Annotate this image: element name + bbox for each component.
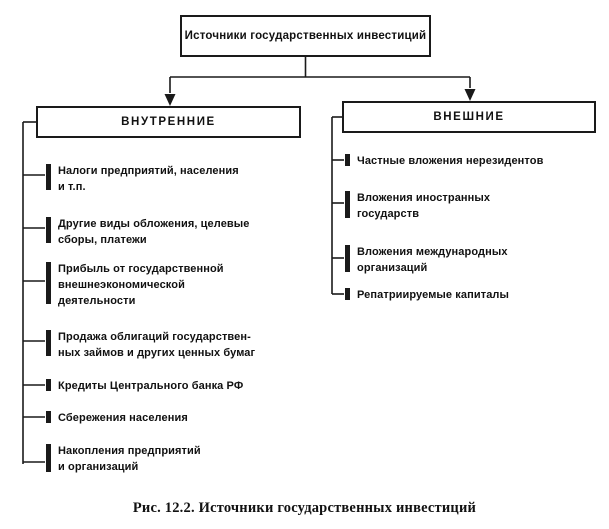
- leaf-tick-icon: [46, 262, 51, 304]
- leaf-label: Сбережения населения: [58, 412, 188, 424]
- leaf-tick-icon: [46, 444, 51, 472]
- leaf-label: Кредиты Центрального банка РФ: [58, 380, 244, 392]
- branch-label-internal: ВНУТРЕННИЕ: [121, 116, 216, 128]
- leaf-label: Продажа облигаций государствен- ных займ…: [58, 331, 256, 359]
- leaf-tick-icon: [345, 288, 350, 300]
- list-item: Другие виды обложения, целевые сборы, пл…: [46, 216, 304, 248]
- leaf-label: Репатриируемые капиталы: [357, 289, 510, 301]
- leaf-tick-icon: [46, 379, 51, 391]
- list-item: Частные вложения нерезидентов: [345, 153, 600, 169]
- leaf-tick-icon: [345, 191, 350, 218]
- leaf-tick-icon: [345, 245, 350, 272]
- list-item: Кредиты Центрального банка РФ: [46, 378, 296, 394]
- list-item: Репатриируемые капиталы: [345, 287, 585, 303]
- list-item: Накопления предприятий и организаций: [46, 443, 296, 475]
- branch-node-external: ВНЕШНИЕ: [342, 101, 596, 133]
- leaf-tick-icon: [46, 411, 51, 423]
- leaf-label: Вложения иностранных государств: [357, 192, 491, 220]
- leaf-label: Вложения международных организаций: [357, 246, 508, 274]
- list-item: Сбережения населения: [46, 410, 296, 426]
- list-item: Прибыль от государственной внешнеэкономи…: [46, 261, 296, 309]
- leaf-label: Накопления предприятий и организаций: [58, 445, 201, 473]
- root-node-source-box: Источники государственных инвестиций: [180, 15, 431, 57]
- leaf-tick-icon: [345, 154, 350, 166]
- root-node-label: Источники государственных инвестиций: [184, 29, 427, 42]
- leaf-label: Частные вложения нерезидентов: [357, 155, 544, 167]
- branch-node-internal: ВНУТРЕННИЕ: [36, 106, 301, 138]
- list-item: Вложения международных организаций: [345, 244, 585, 276]
- leaf-tick-icon: [46, 217, 51, 243]
- list-item: Налоги предприятий, населения и т.п.: [46, 163, 296, 195]
- leaf-label: Налоги предприятий, населения и т.п.: [58, 165, 239, 193]
- leaf-tick-icon: [46, 164, 51, 190]
- list-item: Вложения иностранных государств: [345, 190, 580, 222]
- list-item: Продажа облигаций государствен- ных займ…: [46, 329, 308, 361]
- figure-caption: Рис. 12.2. Источники государственных инв…: [132, 500, 477, 516]
- leaf-label: Прибыль от государственной внешнеэкономи…: [58, 263, 224, 307]
- leaf-label: Другие виды обложения, целевые сборы, пл…: [58, 218, 250, 246]
- branch-label-external: ВНЕШНИЕ: [433, 111, 505, 123]
- leaf-tick-icon: [46, 330, 51, 356]
